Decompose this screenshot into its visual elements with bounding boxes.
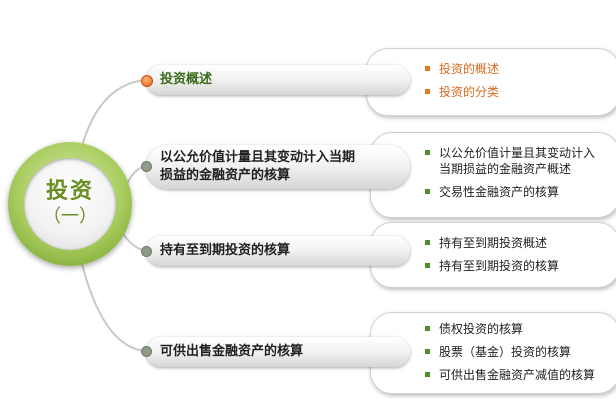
detail-item[interactable]: 投资的概述 [425,61,499,77]
detail-box-2: 以公允价值计量且其变动计入当期损益的金融资产概述 交易性金融资产的核算 [370,132,616,218]
topic-label: 可供出售金融资产的核算 [160,344,304,359]
bullet-icon [425,150,430,155]
detail-item[interactable]: 债权投资的核算 [425,321,595,337]
detail-box-4: 债权投资的核算 股票（基金）投资的核算 可供出售金融资产减值的核算 [370,312,616,394]
hub-inner: 投资 （一） [24,158,116,250]
detail-item[interactable]: 股票（基金）投资的核算 [425,344,595,360]
node-icon [141,246,152,257]
bullet-icon [425,89,430,94]
bullet-icon [425,66,430,71]
bullet-icon [425,263,430,268]
connector-topic-1 [81,79,147,147]
detail-box-3: 持有至到期投资概述 持有至到期投资的核算 [370,222,616,288]
bullet-icon [425,189,430,194]
topic-label: 持有至到期投资的核算 [160,243,291,258]
topic-pill-2[interactable]: 以公允价值计量且其变动计入当期 损益的金融资产的核算 [146,145,410,189]
central-hub[interactable]: 投资 （一） [8,142,132,266]
detail-item[interactable]: 交易性金融资产的核算 [425,184,605,200]
node-icon [141,161,152,172]
bullet-icon [425,326,430,331]
topic-pill-4[interactable]: 可供出售金融资产的核算 [146,337,410,367]
topic-label-line2: 损益的金融资产的核算 [160,168,291,183]
hub-subtitle: （一） [43,206,97,227]
topic-pill-1[interactable]: 投资概述 [146,65,410,95]
active-node-icon [141,75,153,87]
bullet-icon [425,349,430,354]
hub-title: 投资 [45,179,94,204]
detail-item[interactable]: 可供出售金融资产减值的核算 [425,367,595,383]
connector-topic-4 [81,263,147,352]
bullet-icon [425,240,430,245]
detail-item[interactable]: 以公允价值计量且其变动计入当期损益的金融资产概述 [425,145,605,177]
bullet-icon [425,372,430,377]
topic-label: 投资概述 [160,72,213,87]
detail-item[interactable]: 持有至到期投资的核算 [425,258,559,274]
topic-label-line1: 以公允价值计量且其变动计入当期 [160,150,356,165]
detail-item[interactable]: 投资的分类 [425,84,499,100]
detail-item[interactable]: 持有至到期投资概述 [425,235,559,251]
node-icon [141,346,152,357]
topic-pill-3[interactable]: 持有至到期投资的核算 [146,236,410,266]
